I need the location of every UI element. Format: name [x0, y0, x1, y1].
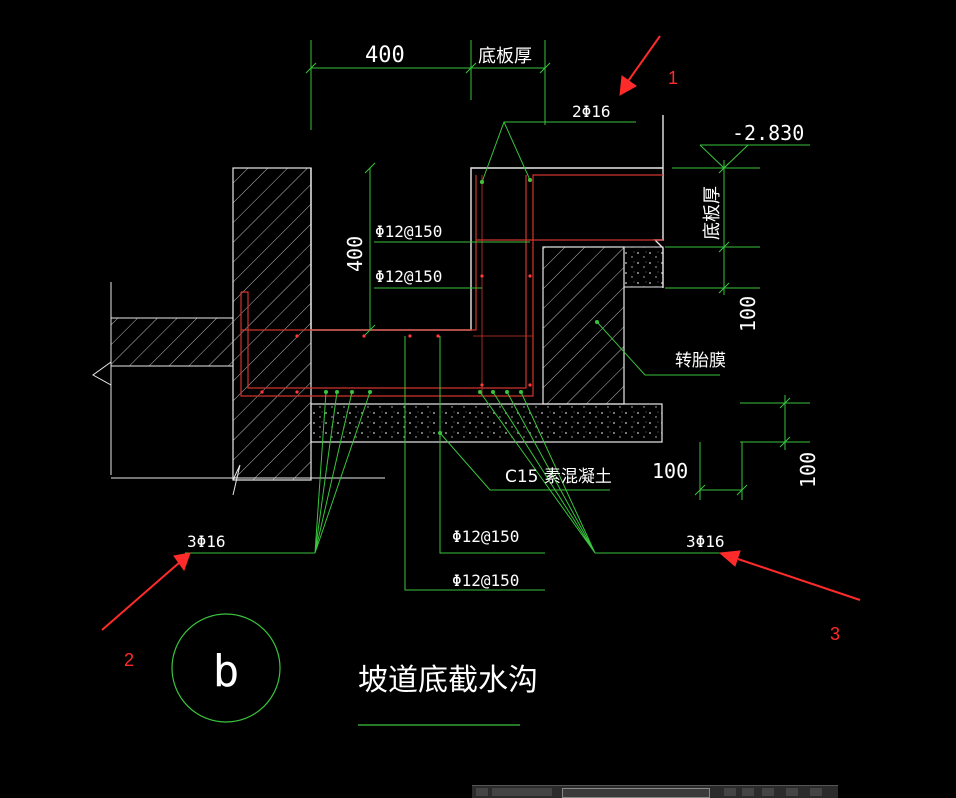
status-tool-3[interactable] — [762, 788, 774, 796]
section-symbol: b — [171, 613, 281, 723]
marker-1: 1 — [668, 68, 678, 88]
dim-slab-thk-top: 底板厚 — [478, 46, 532, 67]
section-label: b — [213, 646, 240, 697]
status-tool-2[interactable] — [742, 788, 754, 796]
status-tool-1[interactable] — [724, 788, 736, 796]
label-dist-upper: Φ12@150 — [375, 222, 442, 241]
marker-2: 2 — [124, 650, 134, 670]
drawing-title: 坡道底截水沟 — [358, 663, 538, 698]
label-mid-2: Φ12@150 — [452, 571, 519, 590]
status-tool-4[interactable] — [786, 788, 798, 796]
status-tool-5[interactable] — [810, 788, 822, 796]
label-elevation: -2.830 — [732, 121, 804, 145]
label-dist-lower: Φ12@150 — [375, 267, 442, 286]
status-field[interactable] — [492, 788, 552, 796]
leader-dots — [324, 178, 599, 435]
dim-right-100-b: 100 — [796, 452, 820, 488]
label-top-bars: 2Φ16 — [572, 102, 611, 121]
label-lean-concrete: C15 素混凝土 — [505, 467, 612, 487]
label-bottom-left-bars: 3Φ16 — [187, 532, 226, 551]
dim-slab-thk-right: 底板厚 — [702, 186, 723, 240]
left-wall — [232, 167, 312, 496]
rebar-cage — [240, 174, 663, 397]
label-mid-1: Φ12@150 — [452, 527, 519, 546]
label-brick-form: 转胎膜 — [675, 351, 726, 371]
dim-bottom-100: 100 — [652, 459, 688, 483]
green-dimensions — [185, 40, 810, 591]
dim-width-top: 400 — [365, 43, 405, 68]
lean-concrete-bed — [310, 403, 663, 443]
status-icon[interactable] — [476, 788, 488, 796]
left-slab — [92, 282, 385, 479]
label-bottom-right-bars: 3Φ16 — [686, 532, 725, 551]
brick-form — [542, 246, 664, 405]
marker-3: 3 — [830, 624, 840, 644]
dim-height-left: 400 — [343, 236, 367, 272]
cad-status-bar — [472, 785, 838, 798]
annotation-arrows — [101, 35, 861, 631]
dim-right-100-a: 100 — [736, 296, 760, 332]
